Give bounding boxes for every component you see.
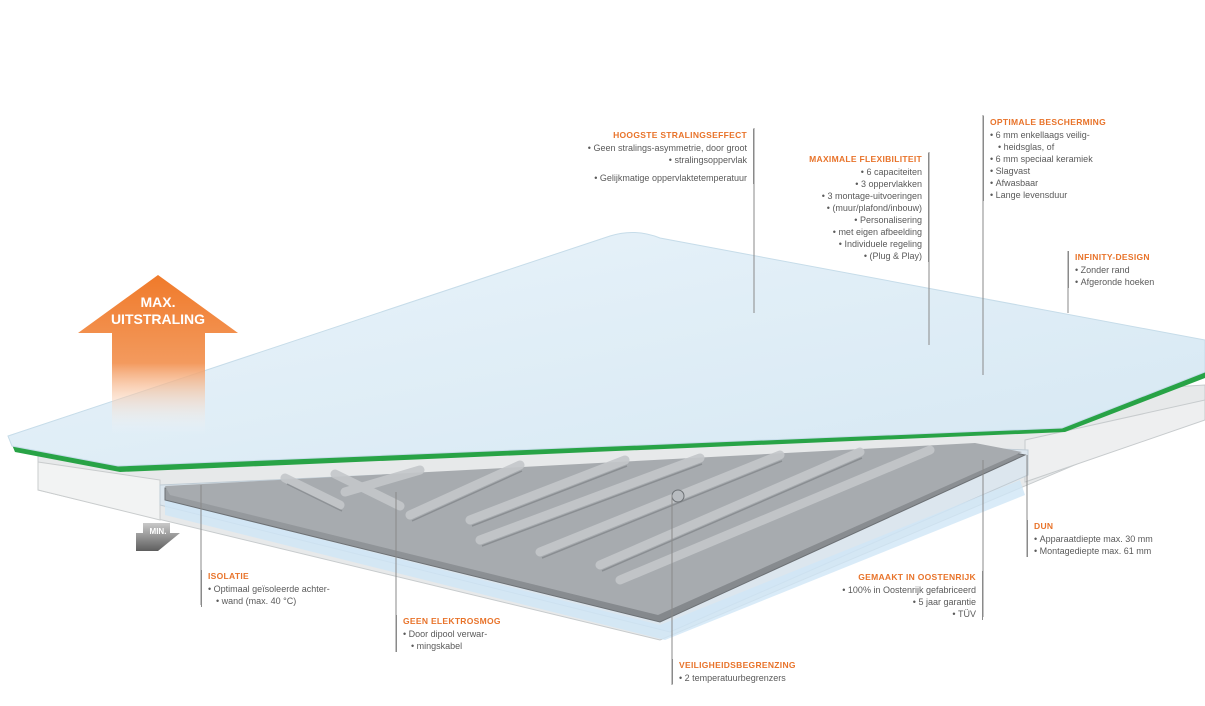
callout-item: Geen stralings-asymmetrie, door groot: [588, 142, 747, 154]
callout-title: MAXIMALE FLEXIBILITEIT: [809, 154, 922, 164]
callout-item: (muur/plafond/inbouw): [809, 202, 922, 214]
callout-item: Montagediepte max. 61 mm: [1034, 545, 1153, 557]
min-arrow-label: MIN.: [149, 527, 167, 536]
callout-item: 100% in Oostenrijk gefabriceerd: [842, 584, 976, 596]
callout-item: 3 montage-uitvoeringen: [809, 190, 922, 202]
callout-title: ISOLATIE: [208, 571, 249, 581]
callout-title: HOOGSTE STRALINGSEFFECT: [613, 130, 747, 140]
callout-title: INFINITY-DESIGN: [1075, 252, 1150, 262]
heating-cable-grooves: [280, 445, 935, 585]
callout-item: 6 capaciteiten: [809, 166, 922, 178]
callout-item: Gelijkmatige oppervlaktetemperatuur: [588, 172, 747, 184]
callout-item: Door dipool verwar-: [403, 628, 501, 640]
callout-item: heidsglas, of: [990, 141, 1106, 153]
glass-plate: [7, 232, 1205, 467]
callout-dun: DUN Apparaatdiepte max. 30 mm Montagedie…: [1027, 520, 1153, 557]
temperature-limiter: [671, 489, 685, 503]
callout-item: Afgeronde hoeken: [1075, 276, 1155, 288]
callout-item: Individuele regeling: [809, 238, 922, 250]
callout-title: GEEN ELEKTROSMOG: [403, 616, 501, 626]
callout-item: met eigen afbeelding: [809, 226, 922, 238]
callout-item: 2 temperatuurbegrenzers: [679, 672, 796, 684]
callout-item: 3 oppervlakken: [809, 178, 922, 190]
callout-item: Zonder rand: [1075, 264, 1154, 276]
callout-infinity: INFINITY-DESIGN Zonder rand Afgeronde ho…: [1068, 251, 1154, 288]
callout-stralingseffect: HOOGSTE STRALINGSEFFECT Geen stralings-a…: [588, 129, 754, 184]
callout-item: 6 mm speciaal keramiek: [990, 153, 1106, 165]
max-radiation-arrow: [78, 275, 238, 435]
callout-item: mingskabel: [403, 640, 501, 652]
callout-isolatie: ISOLATIE Optimaal geïsoleerde achter- wa…: [201, 570, 330, 607]
callout-item: Lange levensduur: [990, 189, 1106, 201]
callout-item: Slagvast: [990, 165, 1106, 177]
callout-item: TÜV: [842, 608, 976, 620]
insulation-glow: [165, 480, 1025, 640]
heating-cable-grooves-shadow: [286, 457, 863, 572]
callout-item: stralingsoppervlak: [588, 154, 747, 166]
callout-oostenrijk: GEMAAKT IN OOSTENRIJK 100% in Oostenrijk…: [842, 571, 983, 620]
callout-item: Apparaatdiepte max. 30 mm: [1034, 533, 1153, 545]
callout-item: 6 mm enkellaags veilig-: [990, 129, 1106, 141]
housing-left-side: [37, 461, 161, 521]
callout-item: wand (max. 40 °C): [208, 595, 330, 607]
max-arrow-line1: MAX.: [140, 294, 176, 310]
callout-item: Afwasbaar: [990, 177, 1106, 189]
max-arrow-label: MAX. UITSTRALING: [92, 294, 224, 328]
callout-item: (Plug & Play): [809, 250, 922, 262]
callout-bescherming: OPTIMALE BESCHERMING 6 mm enkellaags vei…: [983, 116, 1106, 201]
max-arrow-line2: UITSTRALING: [110, 311, 206, 327]
callout-title: OPTIMALE BESCHERMING: [990, 117, 1107, 127]
callout-begrenzing: VEILIGHEIDSBEGRENZING 2 temperatuurbegre…: [672, 659, 796, 684]
callout-elektrosmog: GEEN ELEKTROSMOG Door dipool verwar- min…: [396, 615, 501, 652]
min-radiation-arrow: [136, 523, 180, 551]
callout-title: VEILIGHEIDSBEGRENZING: [679, 660, 796, 670]
callout-item: Optimaal geïsoleerde achter-: [208, 583, 330, 595]
callout-flexibiliteit: MAXIMALE FLEXIBILITEIT 6 capaciteiten 3 …: [809, 153, 929, 262]
callout-item: Personalisering: [809, 214, 922, 226]
callout-title: DUN: [1034, 521, 1054, 531]
callout-item: 5 jaar garantie: [842, 596, 976, 608]
callout-title: GEMAAKT IN OOSTENRIJK: [858, 572, 976, 582]
